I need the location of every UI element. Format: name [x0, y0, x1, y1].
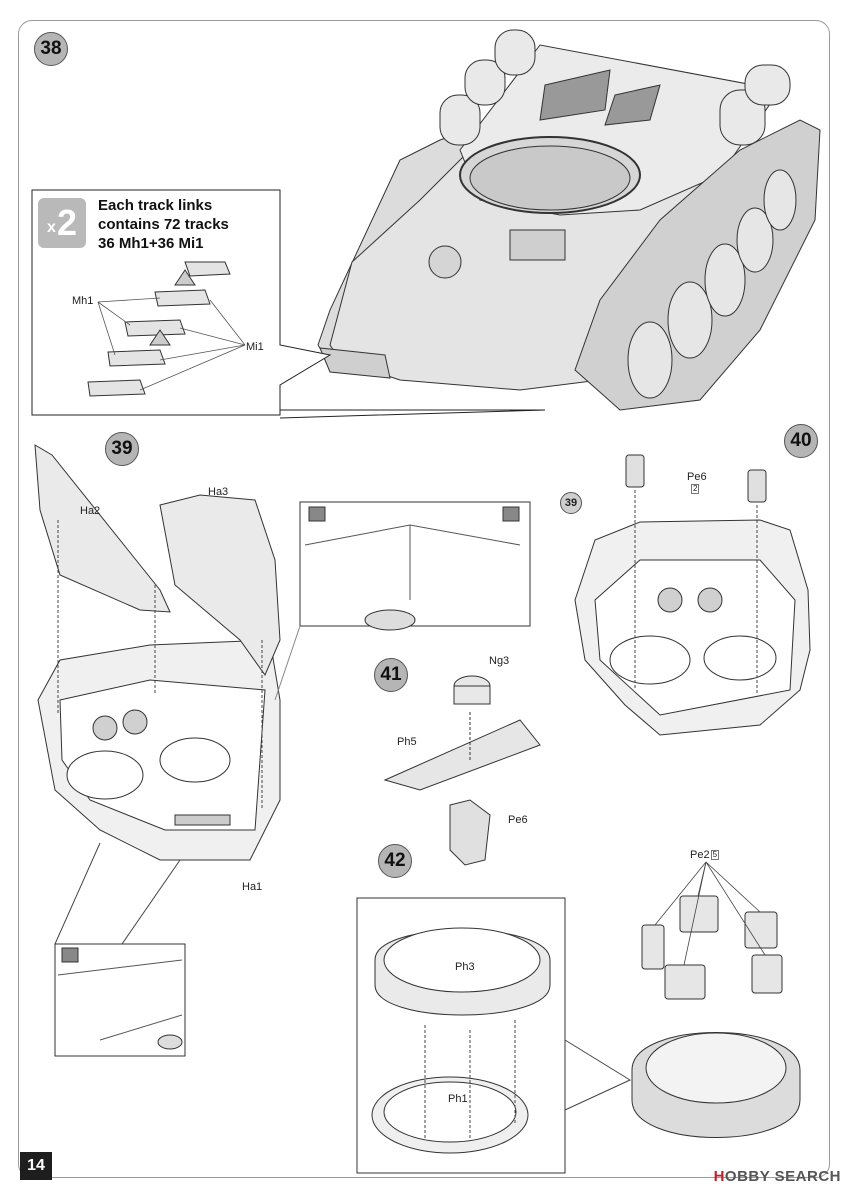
multiplier-number: 2	[56, 202, 77, 243]
track-note-line-2: contains 72 tracks	[98, 216, 229, 233]
label-ng3: Ng3	[489, 655, 510, 667]
footer-brand-h: H	[713, 1168, 725, 1185]
hull-interior-step40-drawing	[574, 519, 811, 736]
label-pe6-top: Pe6	[687, 472, 707, 483]
track-note-line-1: Each track links	[98, 197, 213, 214]
part-pe6-drawing	[449, 799, 491, 866]
step-39-number: 39	[111, 438, 133, 459]
step-39-ref-badge: 39	[560, 492, 582, 514]
label-mh1: Mh1	[72, 295, 94, 307]
footer-brand-rest: OBBY SEARCH	[724, 1168, 841, 1185]
page-number: 14	[20, 1152, 52, 1180]
step-38-badge: 38	[34, 32, 68, 66]
step-42-number: 42	[384, 850, 406, 871]
label-ha1: Ha1	[242, 881, 263, 893]
plate-ha2-drawing	[34, 444, 171, 613]
pe2-qty-box: 5	[710, 850, 720, 861]
pe6-qty-box: 2	[691, 484, 700, 495]
detail-inset-39-top	[299, 501, 531, 627]
footer-watermark: HOBBY SEARCH	[714, 1168, 841, 1185]
label-ha2: Ha2	[80, 505, 101, 517]
hull-tracks-drawing	[317, 29, 821, 411]
step-41-badge: 41	[374, 658, 408, 692]
plate-ha3-drawing	[159, 494, 281, 677]
label-pe6-top-qty: 2	[690, 484, 700, 495]
part-pe6-right	[747, 469, 767, 503]
step-41-number: 41	[380, 664, 402, 685]
label-ph1: Ph1	[448, 1093, 468, 1105]
step-40-badge: 40	[784, 424, 818, 458]
step-42-badge: 42	[378, 844, 412, 878]
track-links-drawing	[87, 261, 231, 397]
page-frame	[18, 20, 830, 1178]
hull-interior-drawing	[37, 639, 281, 861]
part-ph5-drawing	[383, 719, 541, 791]
label-ph3: Ph3	[455, 961, 475, 973]
label-pe6: Pe6	[508, 814, 528, 826]
step-39-ref-number: 39	[564, 497, 578, 509]
step-38-number: 38	[40, 38, 62, 59]
track-note-line-3: 36 Mh1+36 Mi1	[98, 235, 204, 252]
track-note-text: Each track links contains 72 tracks 36 M…	[98, 196, 229, 253]
multiplier-x: x	[47, 219, 56, 236]
label-ha3: Ha3	[208, 486, 229, 498]
step-39-badge: 39	[105, 432, 139, 466]
label-mi1: Mi1	[246, 341, 264, 353]
step-40-number: 40	[790, 430, 812, 451]
label-ph5: Ph5	[397, 736, 417, 748]
label-pe6-top-text: Pe6	[687, 471, 707, 483]
label-pe2-text: Pe2	[690, 849, 710, 861]
part-pe6-left	[625, 454, 645, 488]
